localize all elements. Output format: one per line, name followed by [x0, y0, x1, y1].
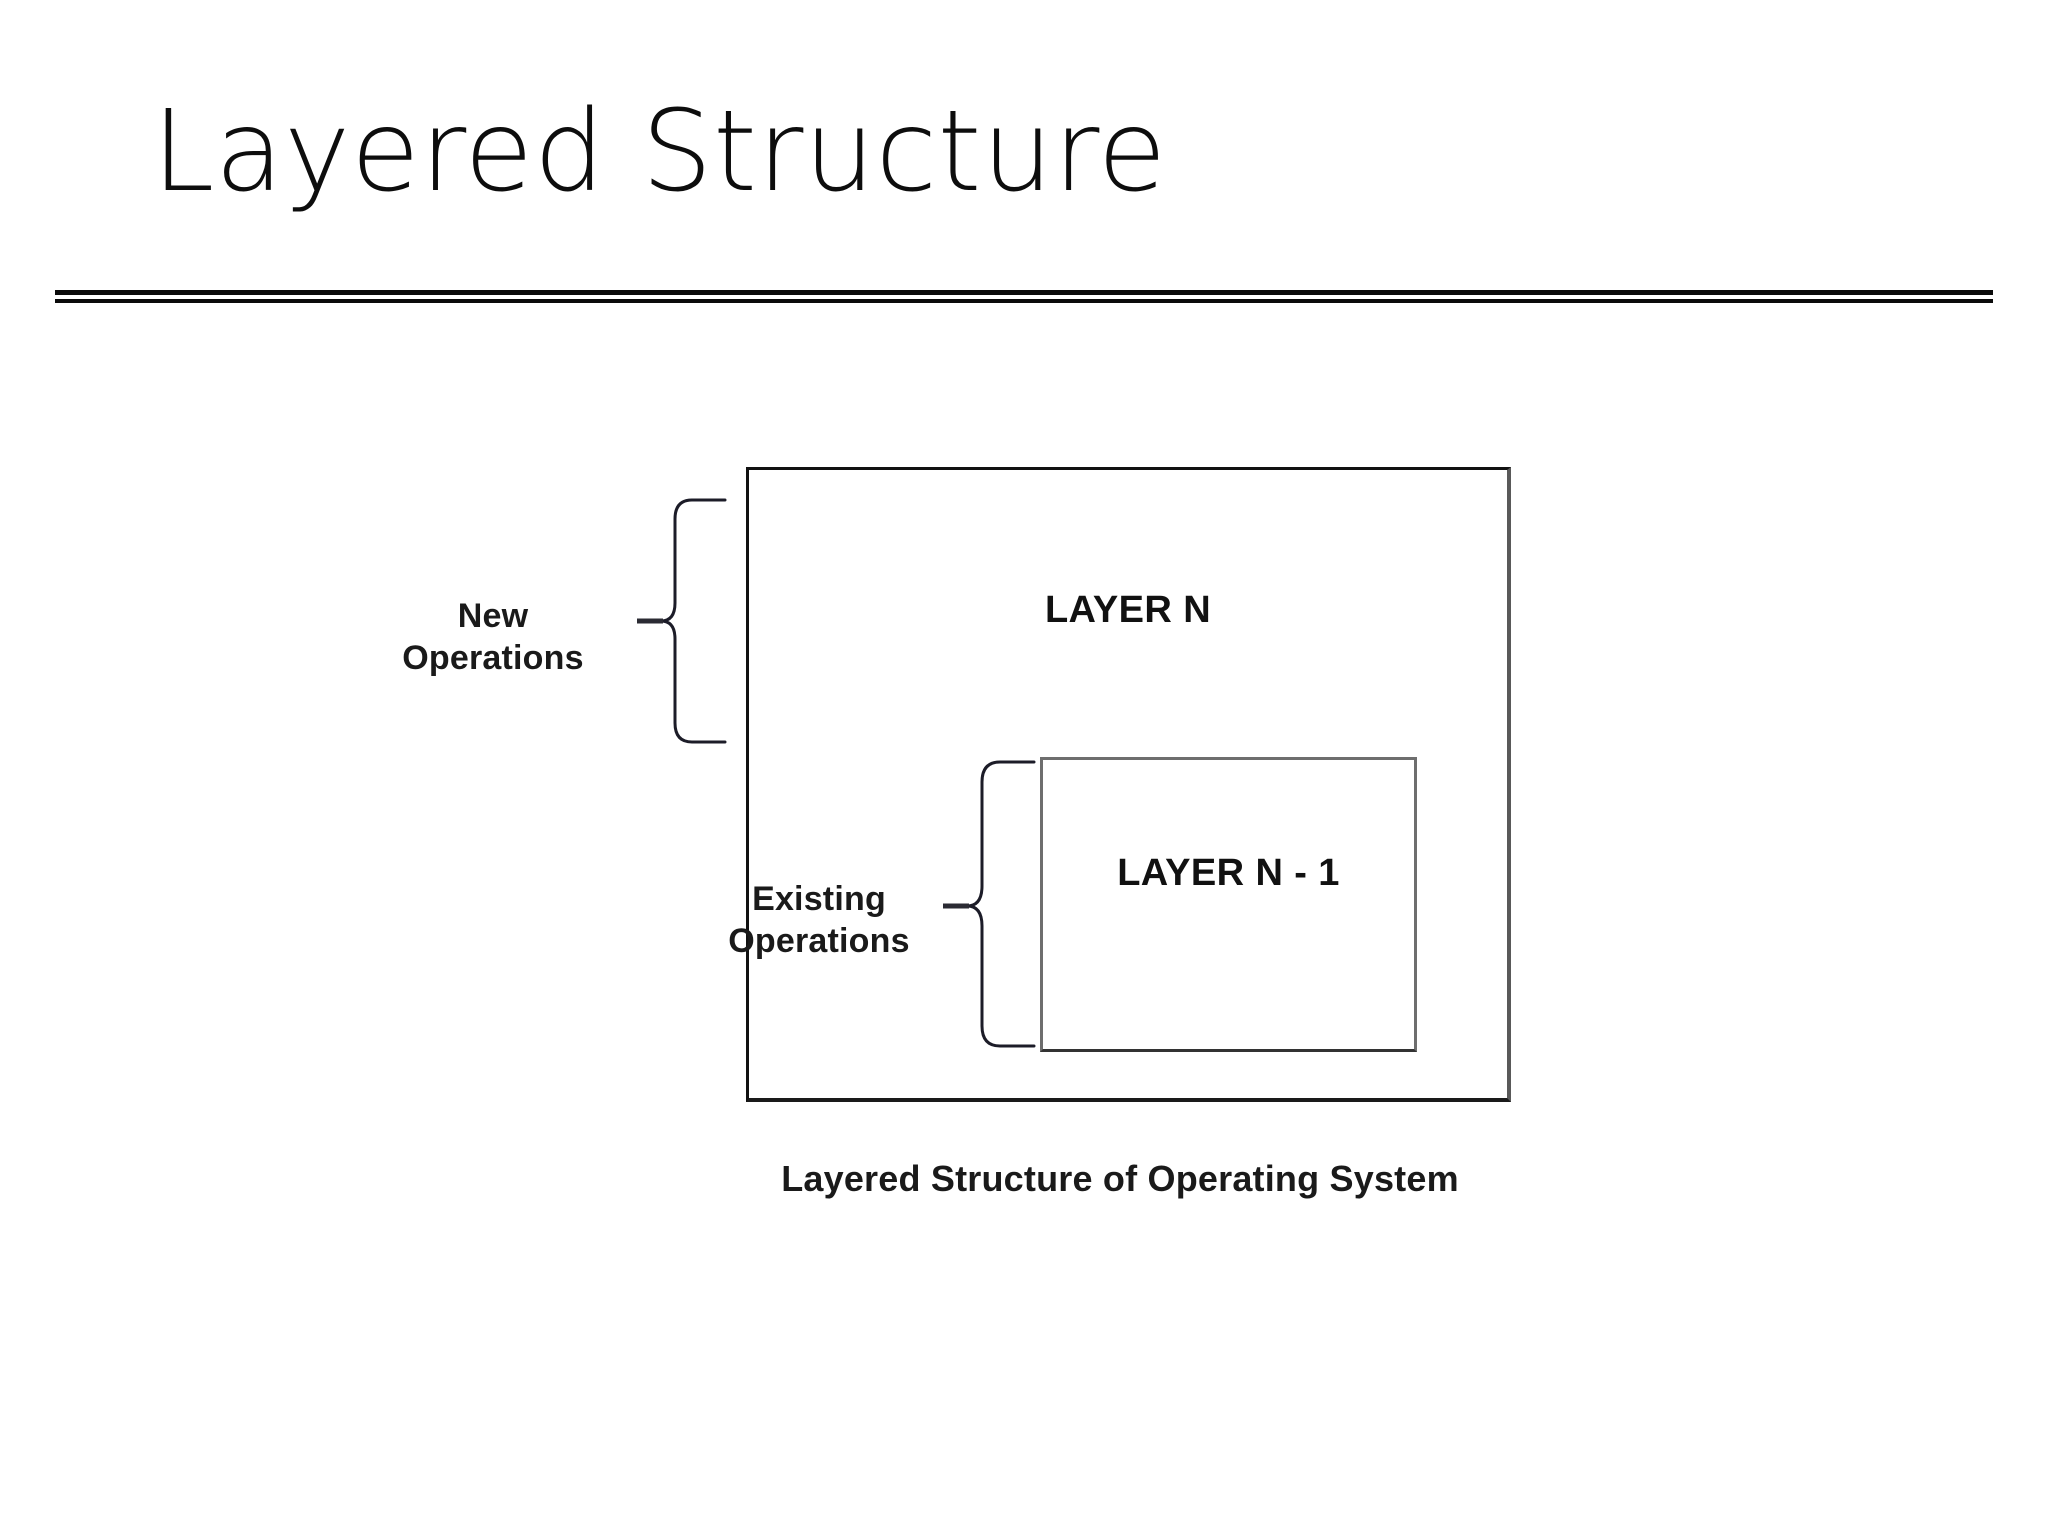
annotation-new-operations-line-1: New — [457, 597, 529, 635]
divider-line-upper — [55, 290, 1993, 295]
curly-brace-icon-new-operations — [637, 498, 727, 744]
annotation-existing-operations-line-2: Operations — [728, 922, 910, 960]
curly-brace-icon-existing-operations — [943, 760, 1036, 1048]
layer-n-minus-1-label: LAYER N - 1 — [1117, 852, 1340, 894]
page-title: Layered Structure — [152, 87, 1167, 217]
layer-n-label: LAYER N — [1044, 589, 1212, 631]
annotation-existing-operations-line-1: Existing — [752, 880, 886, 918]
figure-caption: Layered Structure of Operating System — [781, 1158, 1459, 1199]
annotation-new-operations-line-2: Operations — [402, 639, 584, 677]
annotation-new-operations: New Operations — [352, 595, 634, 679]
title-divider — [55, 290, 1993, 303]
divider-line-lower — [55, 299, 1993, 303]
annotation-existing-operations: Existing Operations — [676, 878, 962, 962]
layer-n-minus-1-box: LAYER N - 1 — [1040, 757, 1417, 1052]
